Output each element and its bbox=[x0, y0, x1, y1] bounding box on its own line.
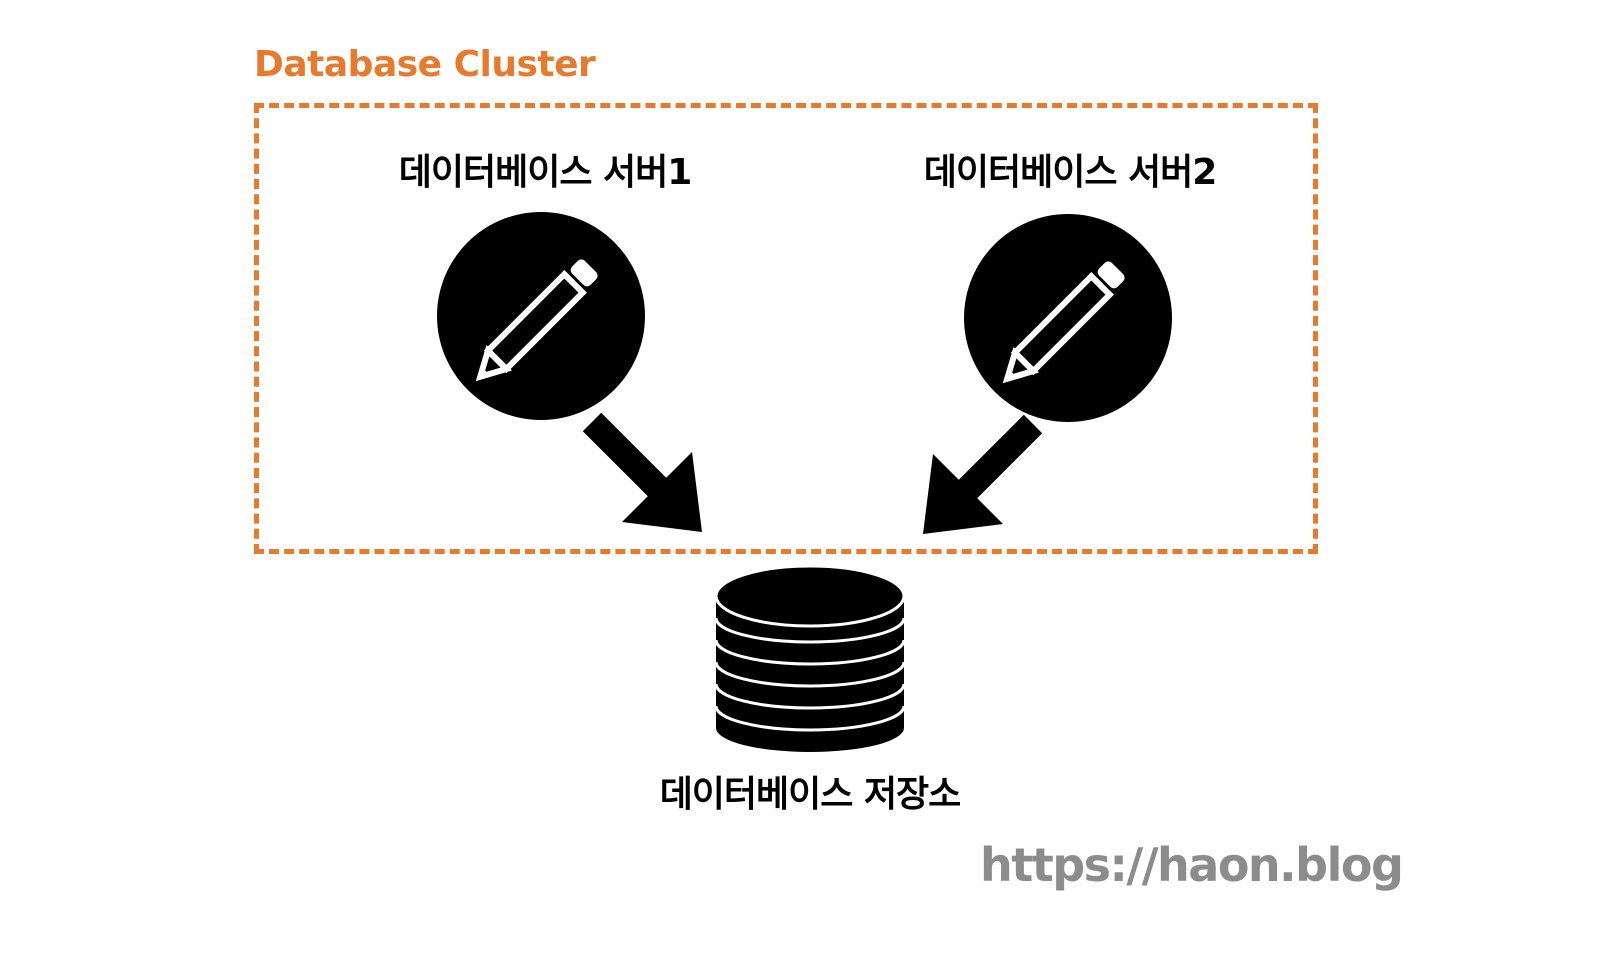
arrow-down-right-icon bbox=[582, 412, 702, 532]
storage-label: 데이터베이스 저장소 bbox=[659, 774, 962, 815]
watermark-url: https://haon.blog bbox=[980, 838, 1404, 892]
cluster-boundary bbox=[254, 103, 1318, 554]
pencil-icon bbox=[964, 214, 1172, 422]
pencil-icon bbox=[437, 212, 645, 420]
server-2-label: 데이터베이스 서버2 bbox=[923, 152, 1218, 193]
server-1-label: 데이터베이스 서버1 bbox=[398, 152, 693, 193]
cluster-title: Database Cluster bbox=[254, 44, 596, 85]
database-icon bbox=[714, 564, 906, 752]
arrow-down-left-icon bbox=[923, 414, 1043, 534]
